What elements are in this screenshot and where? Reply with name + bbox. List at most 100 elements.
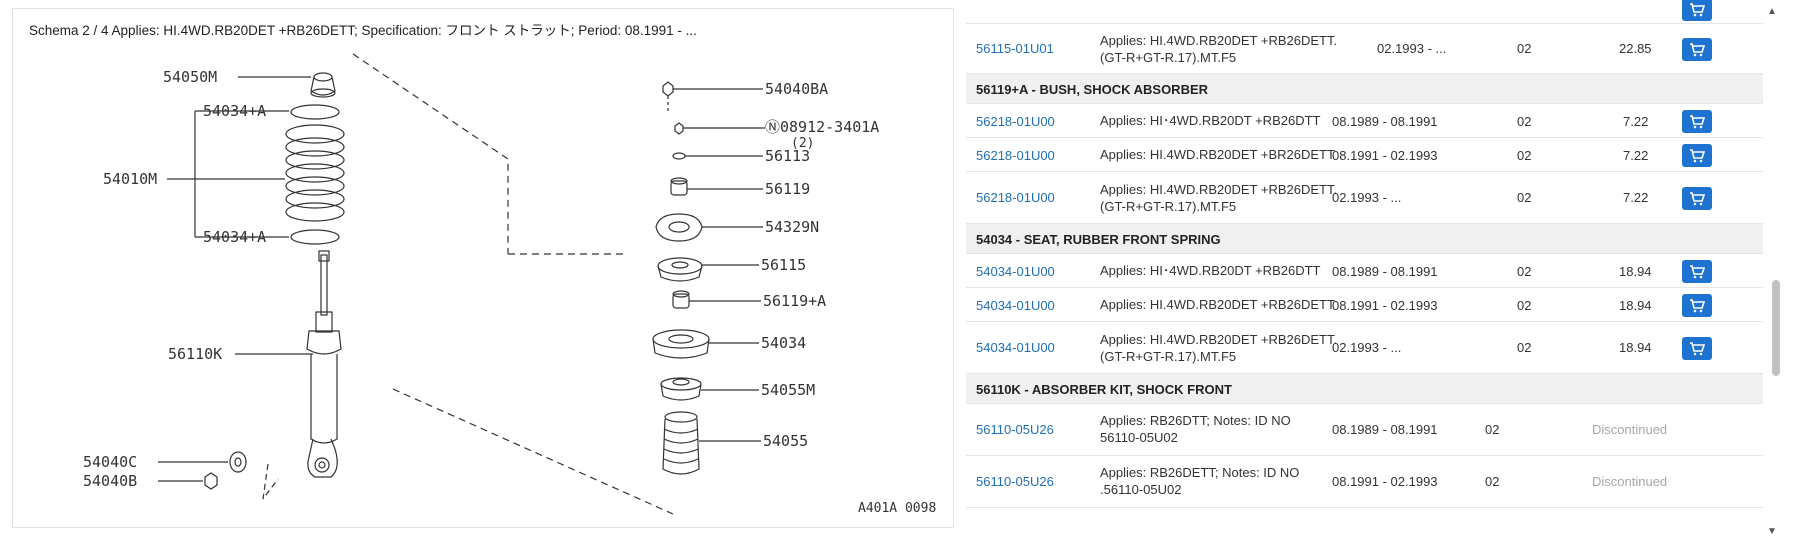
section-title: 54034 - SEAT, RUBBER FRONT SPRING xyxy=(976,232,1221,247)
period-text: 08.1989 - 08.1991 xyxy=(1332,114,1438,129)
part-number-link[interactable]: 56218-01U00 xyxy=(976,190,1055,205)
parts-list: 56115-01U01 Applies: HI.4WD.RB20DET +RB2… xyxy=(966,0,1763,541)
period-text: 02.1993 - ... xyxy=(1332,190,1402,205)
applies-text: Applies: HI.4WD.RB20DET +BR26DETT xyxy=(1100,147,1335,162)
scrollbar-thumb[interactable] xyxy=(1772,280,1780,376)
part-number-link[interactable]: 54034-01U00 xyxy=(976,298,1055,313)
quantity-text: 02 xyxy=(1517,148,1532,163)
price-text: 7.22 xyxy=(1623,148,1649,163)
quantity-text: 02 xyxy=(1517,190,1532,205)
table-row: 56110-05U26 Applies: RB26DETT; Notes: ID… xyxy=(966,456,1763,508)
add-to-cart-button[interactable] xyxy=(1682,110,1712,133)
add-to-cart-button[interactable] xyxy=(1682,187,1712,210)
table-row xyxy=(966,508,1763,541)
add-to-cart-button[interactable] xyxy=(1682,260,1712,283)
discontinued-status: Discontinued xyxy=(1592,474,1668,489)
table-row: 56218-01U00 Applies: HI.4WD.RB20DET +BR2… xyxy=(966,138,1763,172)
quantity-text: 02 xyxy=(1485,474,1500,489)
section-header: 56110K - ABSORBER KIT, SHOCK FRONT xyxy=(966,374,1763,404)
section-title: 56119+A - BUSH, SHOCK ABSORBER xyxy=(976,82,1209,97)
part-number-link[interactable]: 56110-05U26 xyxy=(976,474,1054,489)
table-row: 54034-01U00 Applies: HI.4WD.RB20DET +RB2… xyxy=(966,288,1763,322)
section-header: 56119+A - BUSH, SHOCK ABSORBER xyxy=(966,74,1763,104)
applies-text: Applies: HI.4WD.RB20DET +RB26DETT.(GT-R+… xyxy=(1100,182,1338,214)
add-to-cart-button[interactable] xyxy=(1682,144,1712,167)
quantity-text: 02 xyxy=(1485,422,1500,437)
table-row: 56115-01U01 Applies: HI.4WD.RB20DET +RB2… xyxy=(966,24,1763,74)
callout-56119[interactable]: 56119 xyxy=(765,180,810,198)
applies-text: Applies: RB26DTT; Notes: ID NO 56110-05U… xyxy=(1100,413,1291,445)
price-text: 7.22 xyxy=(1623,190,1649,205)
cart-icon xyxy=(1690,148,1705,162)
period-text: 08.1991 - 02.1993 xyxy=(1332,298,1438,313)
applies-text: Applies: HI.4WD.RB20DET +RB26DETT.(GT-R+… xyxy=(1100,332,1338,364)
arrow-down-icon[interactable]: ▼ xyxy=(1767,526,1777,537)
price-text: 7.22 xyxy=(1623,114,1649,129)
table-row: 56110-05U26 Applies: RB26DTT; Notes: ID … xyxy=(966,404,1763,456)
applies-text: Applies: HI･4WD.RB20DT +RB26DTT xyxy=(1100,263,1321,278)
cart-icon xyxy=(1690,341,1705,355)
exploded-parts-diagram: 54050M 54034+A 54010M 54034+A 56110K 540… xyxy=(83,53,936,516)
price-text: 18.94 xyxy=(1619,298,1652,313)
callout-54034A-bottom[interactable]: 54034+A xyxy=(203,228,266,246)
table-row: 54034-01U00 Applies: HI.4WD.RB20DET +RB2… xyxy=(966,322,1763,374)
applies-text: Applies: HI.4WD.RB20DET +RB26DETT xyxy=(1100,297,1335,312)
callout-54329N[interactable]: 54329N xyxy=(765,218,819,236)
cart-icon xyxy=(1690,42,1705,56)
callout-54055M[interactable]: 54055M xyxy=(761,381,815,399)
callout-54034[interactable]: 54034 xyxy=(761,334,806,352)
callout-56119A[interactable]: 56119+A xyxy=(763,292,826,310)
quantity-text: 02 xyxy=(1517,114,1532,129)
period-text: 08.1991 - 02.1993 xyxy=(1332,148,1438,163)
part-number-link[interactable]: 54034-01U00 xyxy=(976,340,1055,355)
section-title: 56110K - ABSORBER KIT, SHOCK FRONT xyxy=(976,382,1232,397)
add-to-cart-button[interactable] xyxy=(1682,38,1712,61)
quantity-text: 02 xyxy=(1517,41,1532,56)
price-text: 18.94 xyxy=(1619,264,1652,279)
callout-54040BA[interactable]: 54040BA xyxy=(765,80,828,98)
cart-icon xyxy=(1690,114,1705,128)
callout-54010M[interactable]: 54010M xyxy=(103,170,157,188)
table-row: 56218-01U00 Applies: HI･4WD.RB20DT +RB26… xyxy=(966,104,1763,138)
callout-54055[interactable]: 54055 xyxy=(763,432,808,450)
diagram-code: A401A 0098 xyxy=(858,501,936,516)
part-number-link[interactable]: 56115-01U01 xyxy=(976,41,1054,56)
part-number-link[interactable]: 56218-01U00 xyxy=(976,114,1055,129)
discontinued-status: Discontinued xyxy=(1592,422,1668,437)
cart-icon xyxy=(1690,298,1705,312)
part-number-link[interactable]: 56218-01U00 xyxy=(976,148,1055,163)
diagram-title: Schema 2 / 4 Applies: HI.4WD.RB20DET +RB… xyxy=(29,23,697,38)
period-text: 02.1993 - ... xyxy=(1377,41,1447,56)
table-row: 56218-01U00 Applies: HI.4WD.RB20DET +RB2… xyxy=(966,172,1763,224)
callout-08912-3401A[interactable]: Ⓝ08912-3401A xyxy=(765,118,879,136)
quantity-text: 02 xyxy=(1517,264,1532,279)
part-number-link[interactable]: 54034-01U00 xyxy=(976,264,1055,279)
table-row xyxy=(966,0,1763,24)
period-text: 08.1991 - 02.1993 xyxy=(1332,474,1438,489)
cart-icon xyxy=(1690,264,1705,278)
table-row: 54034-01U00 Applies: HI･4WD.RB20DT +RB26… xyxy=(966,254,1763,288)
add-to-cart-button[interactable] xyxy=(1682,337,1712,360)
callout-54034A-top[interactable]: 54034+A xyxy=(203,102,266,120)
quantity-text: 02 xyxy=(1517,340,1532,355)
add-to-cart-button[interactable] xyxy=(1682,294,1712,317)
callout-56113[interactable]: 56113 xyxy=(765,147,810,165)
add-to-cart-button[interactable] xyxy=(1682,0,1712,21)
vertical-scrollbar[interactable]: ▲ ▼ xyxy=(1763,0,1785,541)
part-number-link[interactable]: 56110-05U26 xyxy=(976,422,1054,437)
applies-text: Applies: HI.4WD.RB20DET +RB26DETT.(GT-R+… xyxy=(1100,33,1338,65)
applies-text: Applies: HI･4WD.RB20DT +RB26DTT xyxy=(1100,113,1321,128)
period-text: 02.1993 - ... xyxy=(1332,340,1402,355)
callout-54050M[interactable]: 54050M xyxy=(163,68,217,86)
arrow-up-icon[interactable]: ▲ xyxy=(1767,6,1777,17)
callout-56115[interactable]: 56115 xyxy=(761,256,806,274)
cart-icon xyxy=(1690,191,1705,205)
period-text: 08.1989 - 08.1991 xyxy=(1332,422,1438,437)
price-text: 22.85 xyxy=(1619,41,1652,56)
period-text: 08.1989 - 08.1991 xyxy=(1332,264,1438,279)
callout-54040B[interactable]: 54040B xyxy=(83,472,137,490)
cart-icon xyxy=(1690,2,1705,16)
callout-54040C[interactable]: 54040C xyxy=(83,453,137,471)
quantity-text: 02 xyxy=(1517,298,1532,313)
callout-56110K[interactable]: 56110K xyxy=(168,345,222,363)
